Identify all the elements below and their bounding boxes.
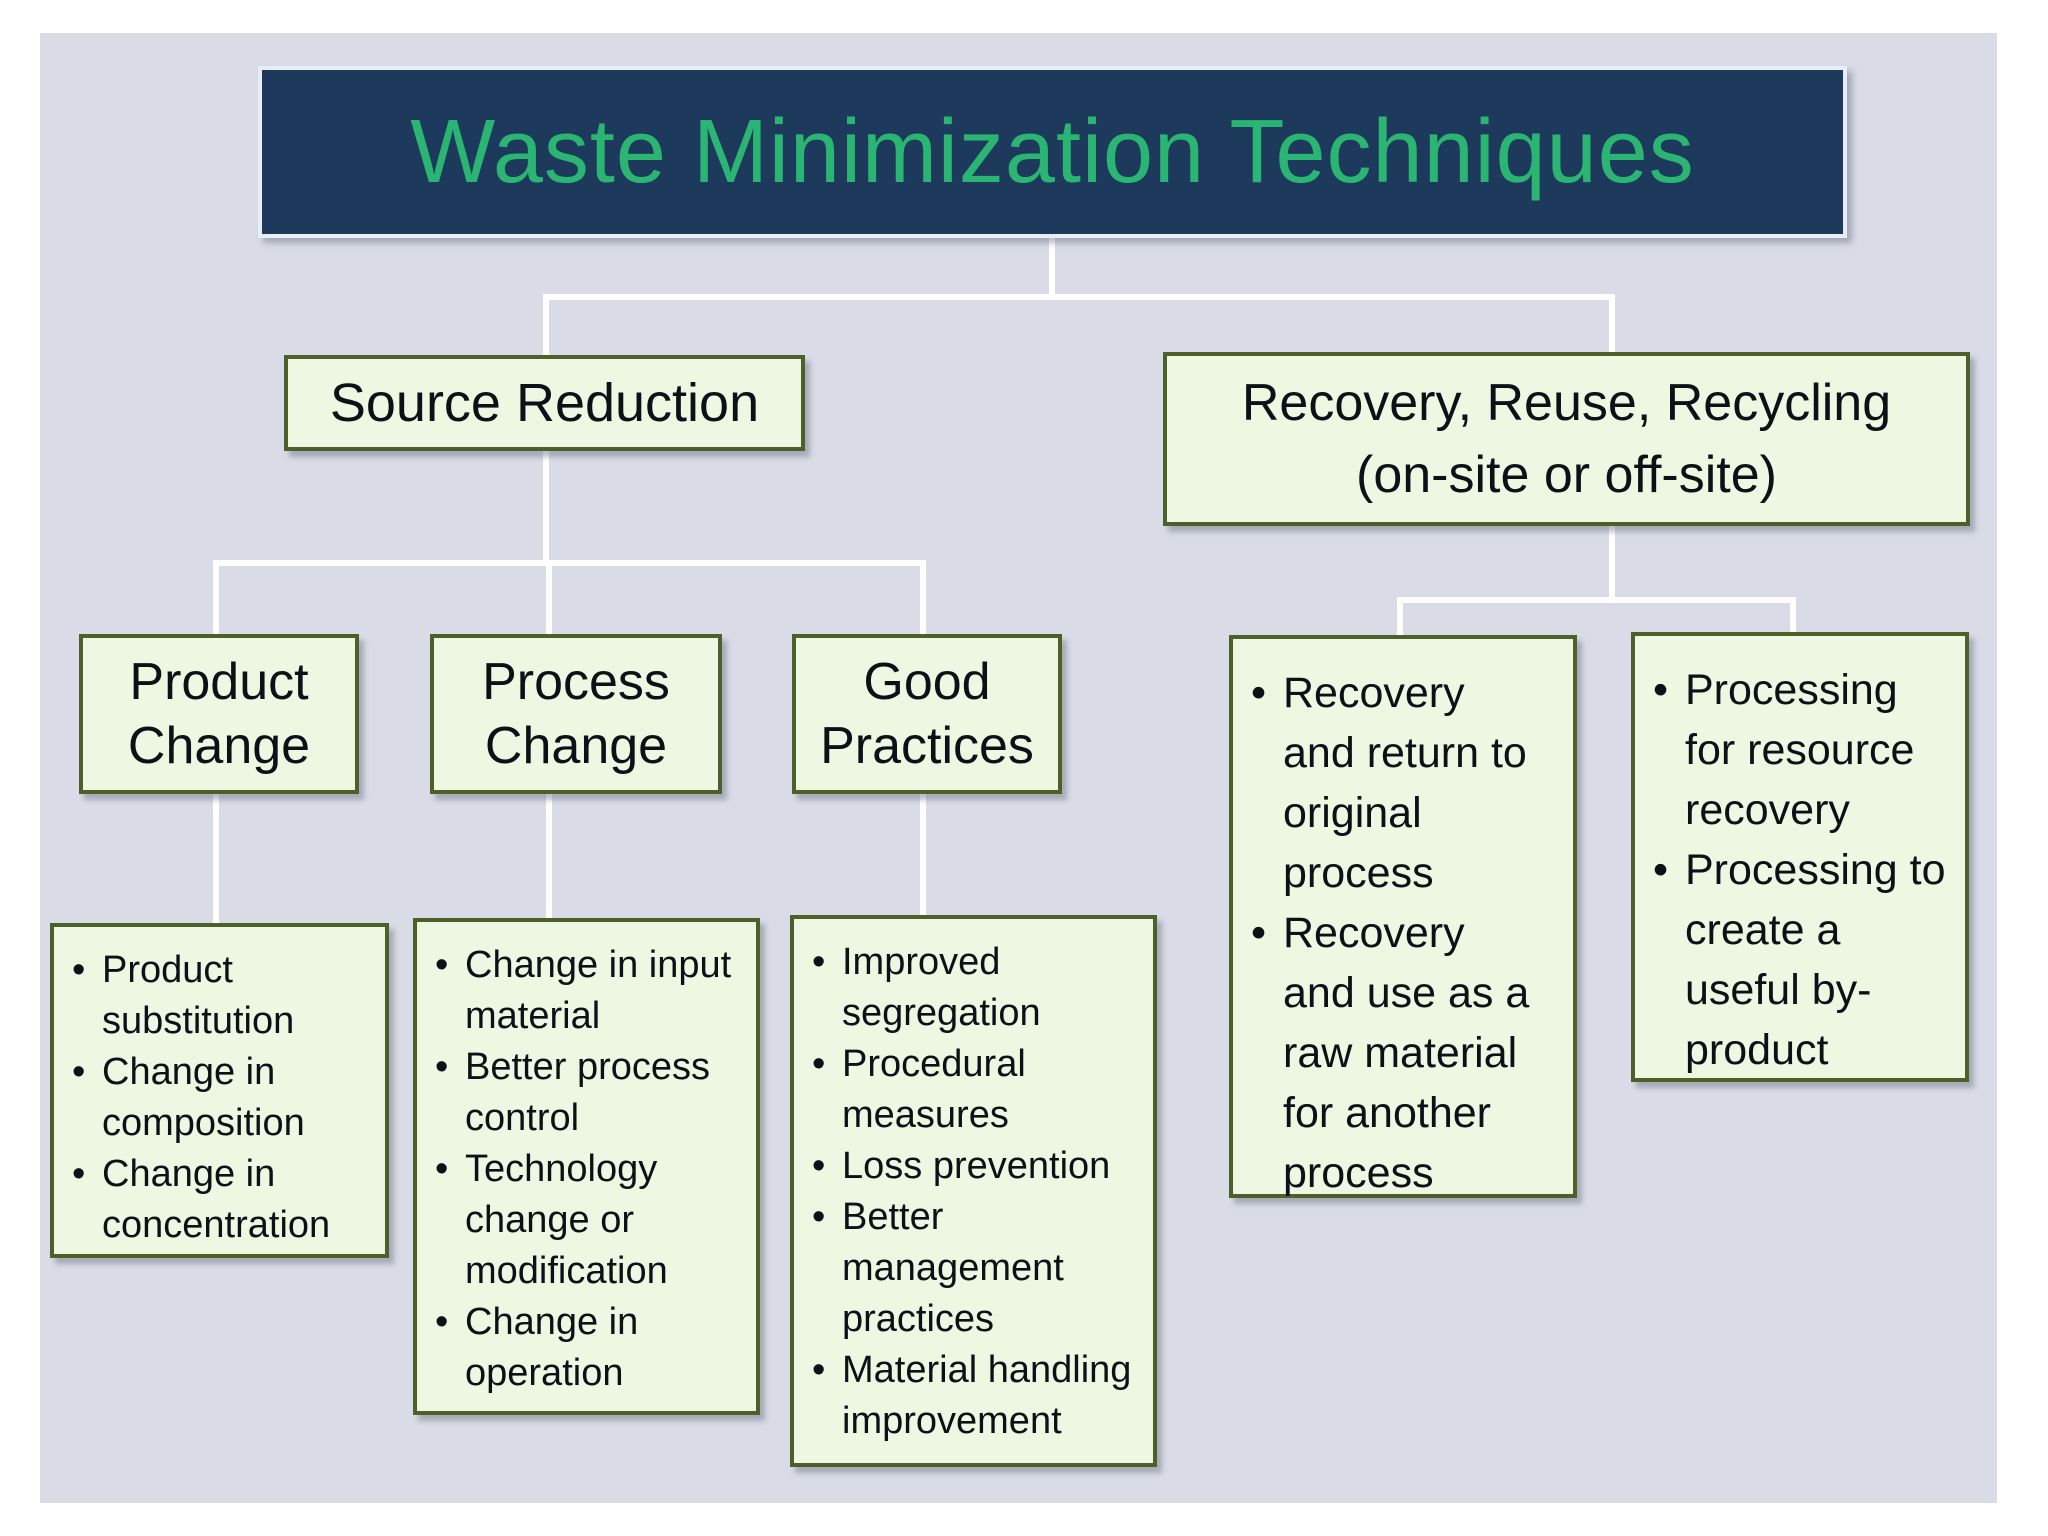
list-item: • Change in operation	[435, 1297, 746, 1399]
bullet-icon: •	[435, 1148, 449, 1190]
bullet-icon: •	[812, 941, 826, 983]
detail-box-process-change: • Change in input material • Better process…	[413, 918, 760, 1415]
connector-line	[1609, 524, 1615, 603]
detail-box-good-practices: • Improved segregation • Procedural measure…	[790, 915, 1157, 1467]
node-label: Product Change	[127, 653, 311, 775]
diagram-title-bar: Waste Minimization Techniques	[258, 66, 1847, 238]
connector-line	[543, 294, 549, 358]
bullet-list: • Change in input material • Better process…	[417, 922, 756, 1399]
list-item-text: Procedural measures	[842, 1043, 1026, 1136]
list-item-text: Loss prevention	[842, 1145, 1111, 1187]
list-item-text: Recovery and use as a raw material for a…	[1283, 909, 1530, 1197]
list-item: • Improved segregation	[812, 937, 1143, 1039]
bullet-icon: •	[435, 1046, 449, 1088]
bullet-list: • Product substitution • Change in composit…	[54, 927, 385, 1251]
bullet-icon: •	[72, 949, 86, 991]
list-item-text: Better process control	[465, 1046, 710, 1139]
bullet-icon: •	[1251, 669, 1267, 717]
list-item: • Loss prevention	[812, 1141, 1143, 1192]
connector-line	[213, 560, 926, 566]
bullet-icon: •	[72, 1051, 86, 1093]
node-product-change: Product Change	[79, 634, 359, 794]
list-item-text: Better management practices	[842, 1196, 1064, 1340]
connector-line	[546, 560, 552, 638]
bullet-icon: •	[812, 1145, 826, 1187]
bullet-list: • Processing for resource recovery • Proces…	[1635, 636, 1965, 1080]
bullet-icon: •	[1251, 909, 1267, 957]
bullet-icon: •	[812, 1043, 826, 1085]
list-item: • Change in concentration	[72, 1149, 375, 1251]
bullet-icon: •	[812, 1349, 826, 1391]
list-item: • Better process control	[435, 1042, 746, 1144]
list-item: • Product substitution	[72, 945, 375, 1047]
bullet-icon: •	[435, 1301, 449, 1343]
node-label-line2: (on-site or off-site)	[1356, 446, 1777, 504]
list-item-text: Processing for resource recovery	[1685, 666, 1915, 834]
connector-line	[543, 294, 1615, 300]
list-item-text: Improved segregation	[842, 941, 1041, 1034]
list-item: • Recovery and use as a raw material for …	[1251, 903, 1565, 1203]
list-item: • Change in composition	[72, 1047, 375, 1149]
list-item: • Better management practices	[812, 1192, 1143, 1345]
node-label: Source Reduction	[329, 373, 760, 433]
list-item: • Technology change or modification	[435, 1144, 746, 1297]
detail-box-processing: • Processing for resource recovery • Proces…	[1631, 632, 1969, 1082]
bullet-list: • Recovery and return to original process…	[1233, 639, 1573, 1203]
detail-box-recovery-onsite: • Recovery and return to original process…	[1229, 635, 1577, 1198]
diagram-title: Waste Minimization Techniques	[410, 101, 1695, 202]
bullet-icon: •	[72, 1153, 86, 1195]
list-item-text: Change in composition	[102, 1051, 305, 1144]
list-item-text: Processing to create a useful by-product	[1685, 846, 1946, 1074]
list-item-text: Change in concentration	[102, 1153, 331, 1246]
node-good-practices: Good Practices	[792, 634, 1062, 794]
node-source-reduction: Source Reduction	[284, 355, 805, 451]
bullet-list: • Improved segregation • Procedural measure…	[794, 919, 1153, 1447]
node-label: Good Practices	[820, 653, 1034, 775]
connector-line	[1397, 597, 1403, 638]
node-label-line1: Recovery, Reuse, Recycling	[1241, 374, 1892, 432]
list-item-text: Technology change or modification	[465, 1148, 668, 1292]
detail-box-product-change: • Product substitution • Change in composit…	[50, 923, 389, 1258]
node-recovery-reuse-recycling: Recovery, Reuse, Recycling (on-site or o…	[1163, 352, 1970, 526]
list-item: • Procedural measures	[812, 1039, 1143, 1141]
connector-line	[1790, 597, 1796, 635]
connector-line	[1609, 294, 1615, 355]
connector-line	[920, 792, 926, 918]
list-item: • Material handling improvement	[812, 1345, 1143, 1447]
list-item-text: Change in operation	[465, 1301, 639, 1394]
node-process-change: Process Change	[430, 634, 722, 794]
list-item: • Recovery and return to original process	[1251, 663, 1565, 903]
bullet-icon: •	[1653, 666, 1669, 714]
list-item-text: Change in input material	[465, 944, 732, 1037]
list-item: • Change in input material	[435, 940, 746, 1042]
connector-line	[920, 560, 926, 638]
list-item: • Processing for resource recovery	[1653, 660, 1957, 840]
list-item-text: Product substitution	[102, 949, 295, 1042]
list-item-text: Recovery and return to original process	[1283, 669, 1527, 897]
connector-line	[213, 560, 219, 638]
bullet-icon: •	[435, 944, 449, 986]
connector-line	[1049, 238, 1055, 300]
bullet-icon: •	[812, 1196, 826, 1238]
list-item: • Processing to create a useful by-produc…	[1653, 840, 1957, 1080]
list-item-text: Material handling improvement	[842, 1349, 1132, 1442]
node-label: Process Change	[482, 653, 670, 775]
bullet-icon: •	[1653, 846, 1669, 894]
connector-line	[546, 792, 552, 921]
connector-line	[543, 449, 549, 566]
connector-line	[1397, 597, 1796, 603]
connector-line	[213, 792, 219, 926]
